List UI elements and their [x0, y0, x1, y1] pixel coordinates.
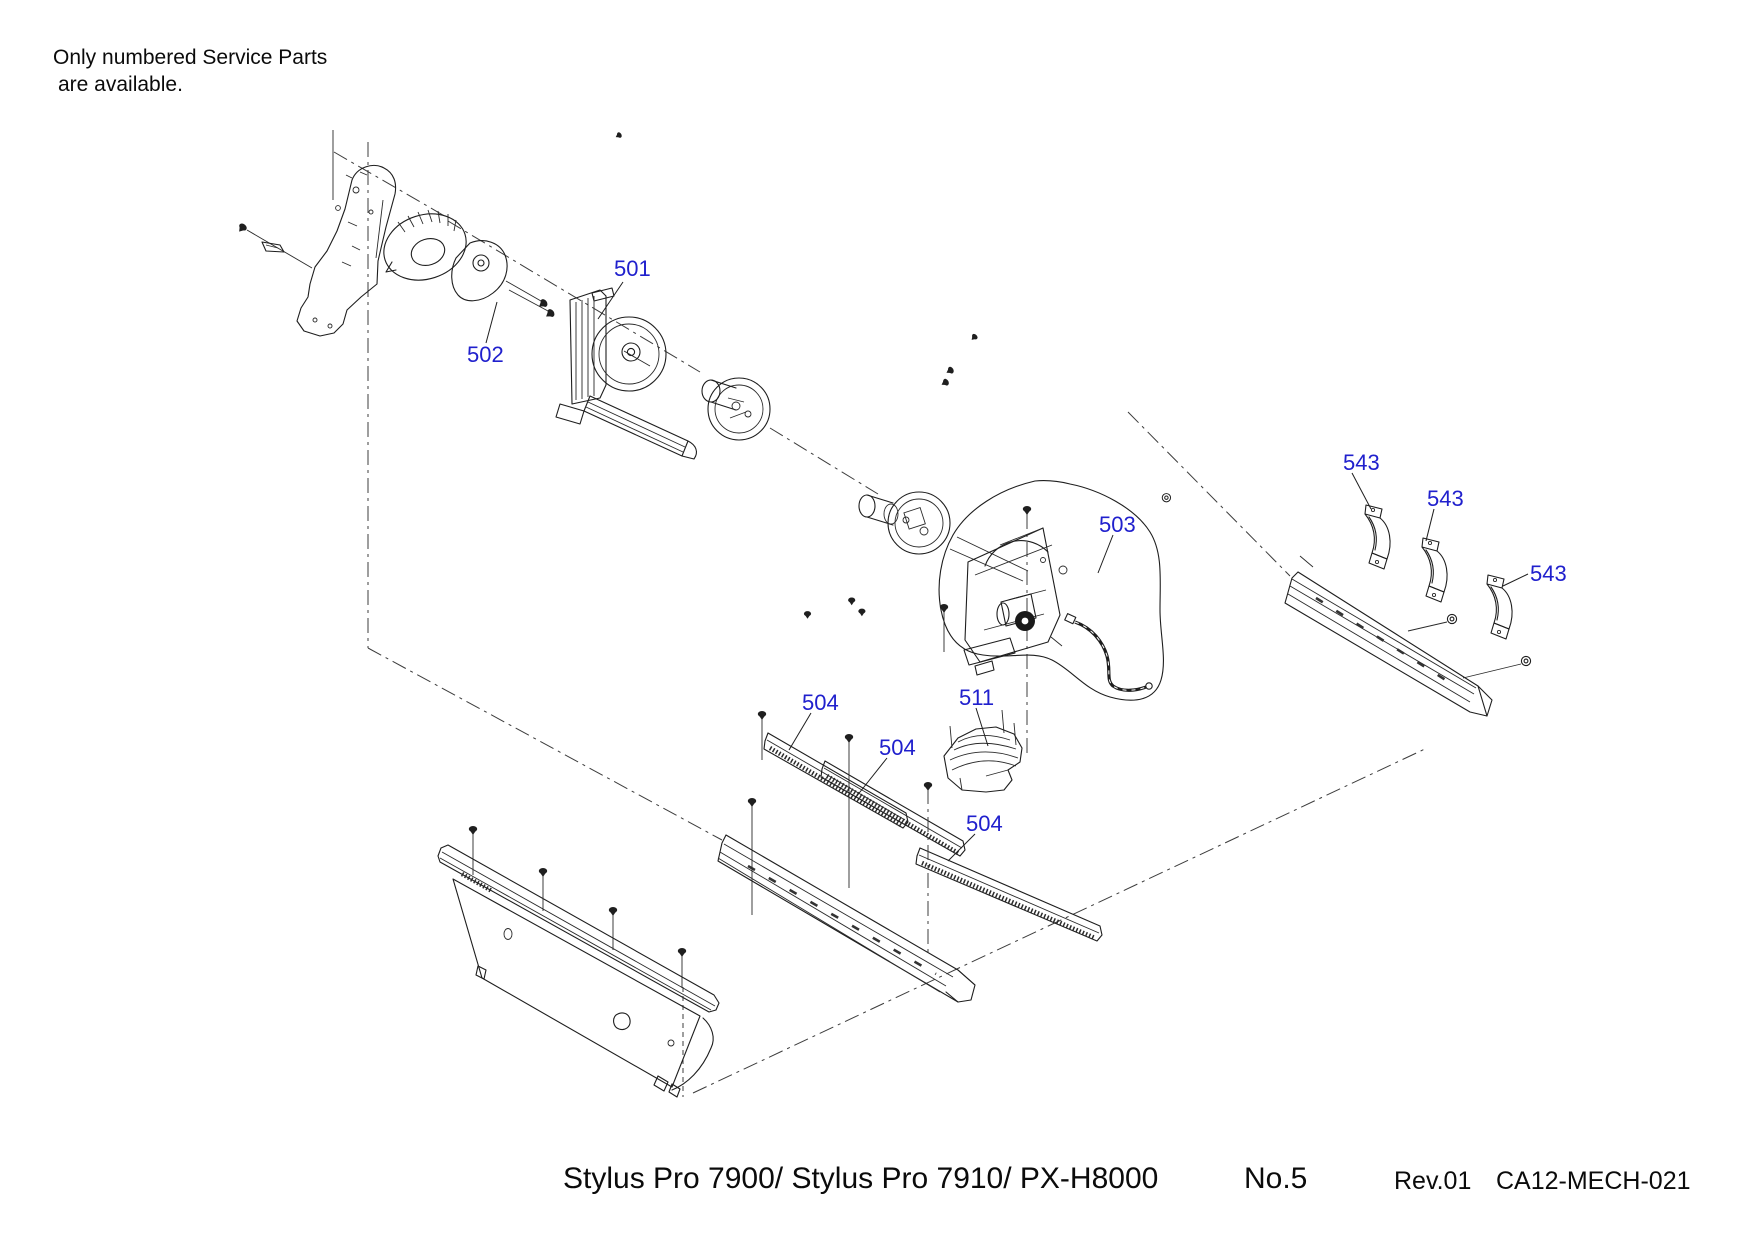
footer-revision: Rev.01 [1394, 1167, 1472, 1195]
rail-504-b [820, 760, 966, 857]
motor-assembly-501 [555, 131, 697, 460]
callout-leader-line [855, 757, 888, 798]
callout-leader-line [975, 707, 989, 747]
service-note-line2: are available. [58, 73, 183, 96]
part-number-label: 511 [959, 685, 994, 710]
callout-leader-line [1351, 472, 1372, 510]
footer-sheet-number: No.5 [1244, 1162, 1308, 1195]
part-number-label: 543 [1530, 561, 1567, 586]
callout-leader-line [1425, 508, 1435, 542]
part-number-label: 543 [1343, 450, 1380, 475]
part-number-label: 503 [1099, 512, 1136, 537]
part-number-label: 502 [467, 342, 504, 367]
roll-cover-ring [383, 209, 467, 281]
rail-504-a [757, 711, 909, 829]
callout-leader-line [947, 833, 976, 862]
callout-leader-line [597, 281, 624, 320]
rail-543 [1161, 493, 1532, 717]
assembly-503 [938, 332, 1164, 701]
part-number-callouts: 501 502 503 504 504 504 511 543 543 543 [467, 256, 1567, 862]
part-number-label: 504 [802, 690, 839, 715]
service-note-line1: Only numbered Service Parts [53, 46, 328, 69]
paper-guide-panel [437, 826, 720, 1098]
part-number-label: 504 [879, 735, 916, 760]
platen-base-rail [717, 734, 976, 1003]
cover-plate-502 [451, 240, 556, 320]
callout-leader-line [485, 301, 498, 344]
callout-leader-line [1502, 573, 1529, 587]
callout-leader-line [1097, 534, 1114, 574]
part-number-label: 543 [1427, 486, 1464, 511]
construction-lines [332, 130, 1428, 1097]
part-number-label: 504 [966, 811, 1003, 836]
service-note: Only numbered Service Parts are availabl… [53, 44, 327, 98]
sensor-cable [1064, 613, 1153, 692]
part-number-label: 501 [614, 256, 651, 281]
assembly-503-boundary [938, 480, 1164, 701]
spindle-flange-right [858, 365, 1029, 582]
rail-504-c [915, 847, 1103, 942]
spindle-flange-left [701, 377, 771, 441]
footer-doc-code: CA12-MECH-021 [1496, 1167, 1691, 1195]
footer-model-names: Stylus Pro 7900/ Stylus Pro 7910/ PX-H80… [563, 1162, 1159, 1195]
bracket-511 [803, 597, 1023, 793]
left-frame-bracket [296, 164, 397, 337]
callout-leader-line [788, 712, 812, 751]
bracket-screw-and-clip [235, 222, 313, 269]
